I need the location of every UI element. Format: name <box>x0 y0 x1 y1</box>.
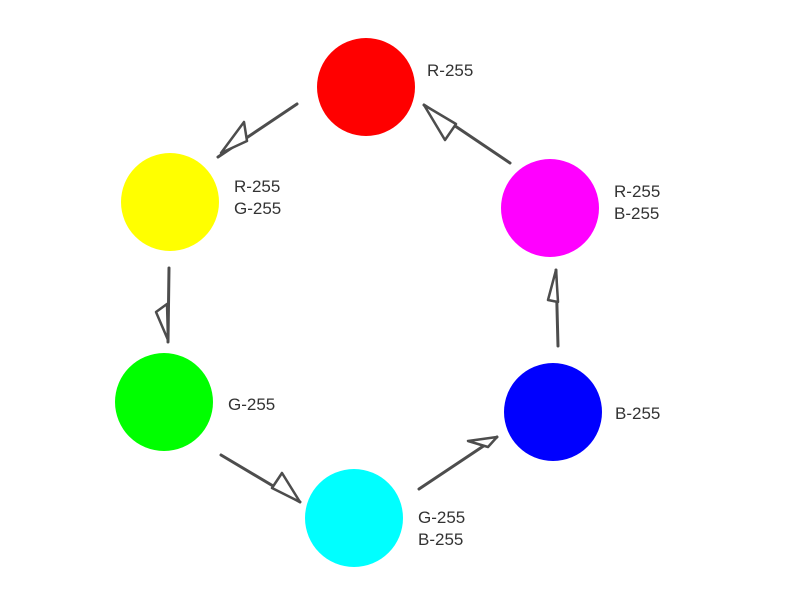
nodes: R-255 R-255 G-255 G-255 G-255 B-255 <box>115 38 665 567</box>
magenta-circle <box>501 159 599 257</box>
node-blue: B-255 <box>504 363 660 461</box>
arrowhead-icon <box>422 103 458 142</box>
green-label: G-255 <box>228 395 275 414</box>
arrowhead-icon <box>219 120 249 155</box>
node-green: G-255 <box>115 353 275 451</box>
edge-magenta-to-red <box>422 103 512 165</box>
magenta-label: R-255 B-255 <box>614 182 665 223</box>
red-label: R-255 <box>427 61 473 80</box>
edge-green-to-cyan <box>219 453 302 504</box>
arrowhead-icon <box>546 268 560 304</box>
cyan-label: G-255 B-255 <box>418 508 470 549</box>
node-yellow: R-255 G-255 <box>121 153 285 251</box>
green-circle <box>115 353 213 451</box>
blue-label: B-255 <box>615 404 660 423</box>
edges <box>154 102 560 504</box>
node-red: R-255 <box>317 38 473 136</box>
node-magenta: R-255 B-255 <box>501 159 665 257</box>
edge-cyan-to-blue <box>417 435 499 491</box>
edge-blue-to-magenta <box>546 268 560 348</box>
arrowhead-icon <box>270 471 302 504</box>
arrowhead-icon <box>154 302 170 342</box>
cyan-circle <box>305 469 403 567</box>
arrowhead-icon <box>466 435 499 449</box>
blue-circle <box>504 363 602 461</box>
yellow-label: R-255 G-255 <box>234 177 285 218</box>
yellow-circle <box>121 153 219 251</box>
edge-red-to-yellow <box>216 102 299 159</box>
node-cyan: G-255 B-255 <box>305 469 470 567</box>
red-circle <box>317 38 415 136</box>
edge-yellow-to-green <box>154 266 171 344</box>
